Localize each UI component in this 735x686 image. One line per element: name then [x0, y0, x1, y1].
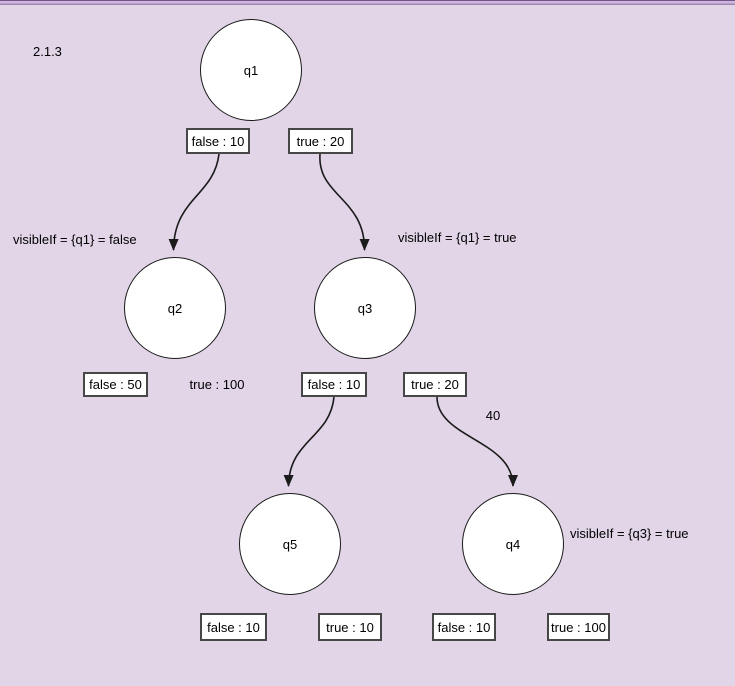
value-box-q1-true[interactable]: true : 20 [288, 128, 353, 154]
value-box-q5-false[interactable]: false : 10 [200, 613, 267, 641]
value-box-q1-false[interactable]: false : 10 [186, 128, 250, 154]
node-q2[interactable]: q2 [124, 257, 226, 359]
condition-label-q2: visibleIf = {q1} = false [13, 232, 137, 247]
section-number-label: 2.1.3 [33, 44, 62, 59]
node-q5[interactable]: q5 [239, 493, 341, 595]
edge-arrow-q1false-to-q2 [168, 153, 220, 251]
edge-weight-label: 40 [485, 408, 501, 423]
condition-label-q3: visibleIf = {q1} = true [398, 230, 517, 245]
value-box-q3-false[interactable]: false : 10 [301, 372, 367, 397]
window-top-border [0, 0, 735, 5]
value-box-q5-true[interactable]: true : 10 [318, 613, 382, 641]
value-box-q4-true[interactable]: true : 100 [547, 613, 610, 641]
value-box-q2-false[interactable]: false : 50 [83, 372, 148, 397]
node-q3[interactable]: q3 [314, 257, 416, 359]
edge-arrow-q3false-to-q5 [283, 396, 335, 487]
value-label-q2-true: true : 100 [189, 377, 245, 392]
node-q4[interactable]: q4 [462, 493, 564, 595]
condition-label-q4: visibleIf = {q3} = true [570, 526, 689, 541]
value-box-q3-true[interactable]: true : 20 [403, 372, 467, 397]
value-box-q4-false[interactable]: false : 10 [432, 613, 496, 641]
edge-arrow-q1true-to-q3 [319, 153, 370, 251]
node-q1[interactable]: q1 [200, 19, 302, 121]
